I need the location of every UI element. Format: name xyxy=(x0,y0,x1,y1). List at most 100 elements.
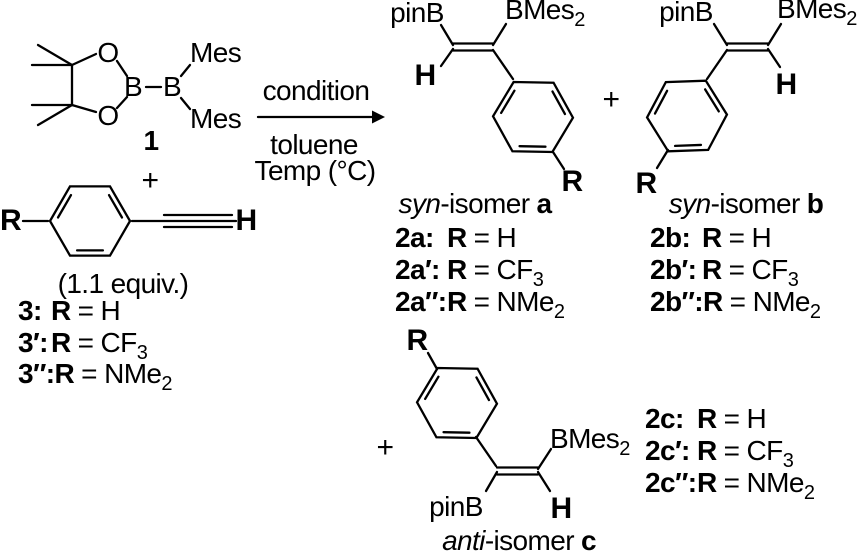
benzene-ring xyxy=(482,64,584,170)
caption-prefix: syn xyxy=(668,188,711,219)
solvent-label: toluene xyxy=(270,129,358,160)
variant-id: 3″: xyxy=(18,358,55,389)
product-b-bonds xyxy=(636,22,783,170)
product-b-h-label: H xyxy=(775,68,797,101)
bmes-main: BMes xyxy=(777,0,847,24)
caption-letter: b xyxy=(806,188,824,219)
variant-id: 2c′: xyxy=(645,435,690,466)
variant-eq: = H xyxy=(723,403,767,434)
variant-eq: = H xyxy=(728,222,772,253)
product-c-pinb-label: pinB xyxy=(429,491,483,522)
variant-r: R xyxy=(703,286,723,317)
variant-r: R xyxy=(702,254,722,285)
variant-id: 2c: xyxy=(645,403,684,434)
caption-prefix: anti xyxy=(442,525,485,555)
caption-mid: -isomer xyxy=(440,188,530,219)
plus-sign-reactants: + xyxy=(141,164,160,197)
product-a-r-label: R xyxy=(561,165,583,198)
bmes-subscript: 2 xyxy=(574,9,585,31)
variant-r: R xyxy=(51,327,71,358)
variant-id: 3′: xyxy=(18,327,48,358)
variant-sub: 3 xyxy=(532,269,544,291)
product-b-r-label: R xyxy=(635,167,657,200)
variant-eq: = H xyxy=(77,295,121,326)
bmes-main: BMes xyxy=(505,0,575,25)
variant-sub: 3 xyxy=(136,342,148,364)
variant-id: 2b′: xyxy=(650,254,697,285)
product-b-variant-row: 2b″:R= NMe2 xyxy=(650,286,821,323)
variant-id: 2a: xyxy=(395,222,434,253)
product-a-variant-row: 2a″:R= NMe2 xyxy=(395,286,565,323)
product-a-h-label: H xyxy=(414,59,436,92)
variant-sub: 2 xyxy=(803,482,815,504)
benzene-ring xyxy=(48,185,132,257)
variant-r: R xyxy=(54,358,75,389)
product-a-bmes2-label: BMes2 xyxy=(505,0,585,30)
variant-sub: 3 xyxy=(782,450,794,472)
variant-r: R xyxy=(447,286,467,317)
variant-sub: 2 xyxy=(553,301,565,323)
alkyne-bonds xyxy=(21,185,238,257)
product-c-bmes2-label: BMes2 xyxy=(550,423,630,460)
compound1-number: 1 xyxy=(143,125,160,156)
product-b-variant-row: 2b: R= H xyxy=(650,222,772,258)
caption-letter: a xyxy=(536,188,552,219)
bmes-subscript: 2 xyxy=(846,8,857,30)
caption-mid: -isomer xyxy=(710,188,801,219)
variant-eq: = NMe xyxy=(729,286,811,317)
product-a-pinb-label: pinB xyxy=(390,0,444,28)
variant-eq: = H xyxy=(473,222,517,253)
compound1-o-bottom-label: O xyxy=(97,100,119,131)
bmes-main: BMes xyxy=(550,423,620,454)
product-c-r-label: R xyxy=(406,324,428,357)
product-c-variant-row: 2c: R= H xyxy=(645,403,767,439)
caption-mid: -isomer xyxy=(484,525,575,555)
caption-letter: c xyxy=(580,525,597,555)
compound1-mes-bottom-label: Mes xyxy=(190,103,242,134)
product-b-pinb-label: pinB xyxy=(659,0,713,27)
product-c-bonds xyxy=(406,350,553,493)
product-a-variant-row: 2a′:R= CF3 xyxy=(395,254,544,291)
variant-eq: = CF xyxy=(728,254,789,285)
variant-r: R xyxy=(447,254,467,285)
compound1-b-right-label: B xyxy=(162,71,182,102)
benzene-ring xyxy=(406,350,508,456)
variant-id: 3: xyxy=(18,295,42,326)
variant-id: 2a″: xyxy=(395,286,447,317)
variant-r: R xyxy=(697,467,717,498)
variant-r: R xyxy=(702,222,722,253)
benzene-ring xyxy=(636,63,738,169)
variant-eq: = NMe xyxy=(473,286,555,317)
product-c-variant-row: 2c′:R= CF3 xyxy=(645,435,794,472)
variant-sub: 3 xyxy=(787,269,799,291)
caption-prefix: syn xyxy=(398,188,441,219)
variant-eq: = CF xyxy=(473,254,534,285)
plus-sign-products-ab: + xyxy=(602,83,621,116)
variant-id: 2b: xyxy=(650,222,691,253)
variant-eq: = CF xyxy=(723,435,784,466)
variant-eq: = NMe xyxy=(723,467,805,498)
product-b-variant-row: 2b′:R= CF3 xyxy=(650,254,799,291)
alkyne-h-label: H xyxy=(235,204,257,237)
variant-id: 2a′: xyxy=(395,254,440,285)
variant-eq: = NMe xyxy=(81,358,162,389)
compound3-variant-row: 3″:R= NMe2 xyxy=(18,358,172,395)
arrowhead-icon xyxy=(372,110,385,124)
variant-id: 2c″: xyxy=(645,467,697,498)
variant-sub: 2 xyxy=(809,301,821,323)
compound1-bonds xyxy=(30,43,192,127)
variant-eq: = CF xyxy=(77,327,138,358)
temperature-label: Temp (°C) xyxy=(254,155,377,186)
compound1-mes-top-label: Mes xyxy=(190,37,242,68)
compound1-o-top-label: O xyxy=(97,37,119,68)
variant-r: R xyxy=(447,222,467,253)
product-c-h-label: H xyxy=(550,492,572,525)
product-a-variant-row: 2a: R= H xyxy=(395,222,517,258)
variant-r: R xyxy=(697,403,717,434)
condition-label: condition xyxy=(262,75,370,106)
product-b-bmes2-label: BMes2 xyxy=(777,0,857,29)
